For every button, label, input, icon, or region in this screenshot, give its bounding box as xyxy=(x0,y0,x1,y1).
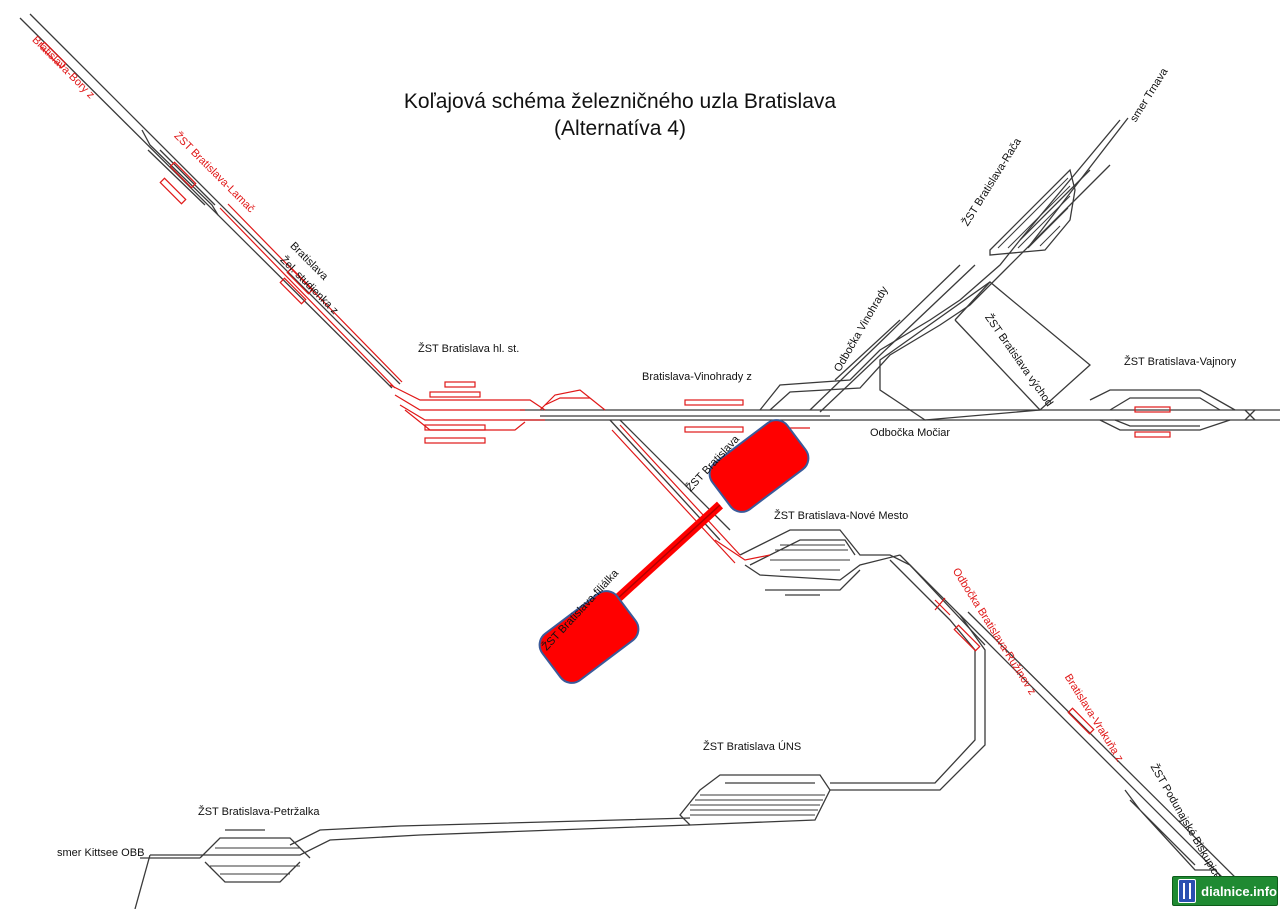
label-vajnory: ŽST Bratislava-Vajnory xyxy=(1124,356,1237,368)
track-odbocka-3 xyxy=(834,319,901,381)
hl-st-station xyxy=(389,384,546,431)
dialnice-badge[interactable]: dialnice.info xyxy=(1172,876,1278,906)
petrzalka-station xyxy=(199,837,311,883)
vrakuna-platform xyxy=(1067,707,1095,735)
motorway-icon xyxy=(1178,879,1197,903)
filialka-bottom-block xyxy=(538,590,640,684)
badge-text: dialnice.info xyxy=(1201,883,1277,899)
track-odbocka-2 xyxy=(819,264,976,413)
lamac-station xyxy=(141,129,219,216)
red-track-nw xyxy=(219,207,396,389)
label-uns: ŽST Bratislava ÚNS xyxy=(703,741,802,753)
nove-mesto-hatch xyxy=(770,544,850,571)
ruzinov-platform xyxy=(953,624,981,652)
raca-hatch xyxy=(997,177,1071,249)
track-podunajske-2 xyxy=(967,611,1251,893)
track-uns-petrzalka xyxy=(150,824,691,856)
track-odbocka-1 xyxy=(809,264,961,411)
label-mociar: Odbočka Močiar xyxy=(870,427,951,439)
title-line-2: (Alternatíva 4) xyxy=(554,117,686,140)
filialka-top-block xyxy=(708,419,810,513)
uns-station xyxy=(679,774,831,826)
label-kittsee: smer Kittsee OBB xyxy=(57,847,145,859)
label-hl-st: ŽST Bratislava hl. st. xyxy=(418,343,520,355)
vinohrady-platform-1 xyxy=(684,399,744,406)
track-trnava-2 xyxy=(1029,117,1129,246)
track-podunajske-1 xyxy=(959,614,1241,896)
track-to-uns-2 xyxy=(830,559,976,784)
bory-platform xyxy=(39,41,67,69)
vinohrady-loop xyxy=(759,169,1091,411)
track-uns-petrzalka-2 xyxy=(289,817,691,846)
diagram-title: Koľajová schéma železničného uzla Bratis… xyxy=(330,88,910,142)
raca-station xyxy=(989,168,1076,256)
track-trnava-1 xyxy=(1019,119,1121,241)
track-nw-1 xyxy=(19,17,393,389)
lamac-platform-1 xyxy=(169,161,197,189)
vychod-station xyxy=(879,281,1091,421)
label-vinohrady-z: Bratislava-Vinohrady z xyxy=(642,371,752,383)
nove-mesto-station xyxy=(739,529,986,646)
vajnory-station xyxy=(1089,389,1236,431)
uns-hatch xyxy=(690,794,825,816)
track-to-uns xyxy=(830,554,986,791)
label-petrzalka: ŽST Bratislava-Petržalka xyxy=(198,806,320,818)
podunajske-station xyxy=(1124,789,1215,871)
zel-platform-2 xyxy=(286,267,314,295)
title-line-1: Koľajová schéma železničného uzla Bratis… xyxy=(403,90,837,113)
vinohrady-platform-2 xyxy=(684,426,744,433)
vinohrady-loop-2 xyxy=(769,164,1111,411)
track-nw-2 xyxy=(29,13,401,385)
zel-platform-1 xyxy=(279,277,307,305)
lamac-platform-2 xyxy=(159,177,187,205)
red-track-nw-2 xyxy=(227,203,403,383)
label-nove-mesto: ŽST Bratislava-Nové Mesto xyxy=(774,510,909,522)
track-kittsee xyxy=(134,854,151,909)
